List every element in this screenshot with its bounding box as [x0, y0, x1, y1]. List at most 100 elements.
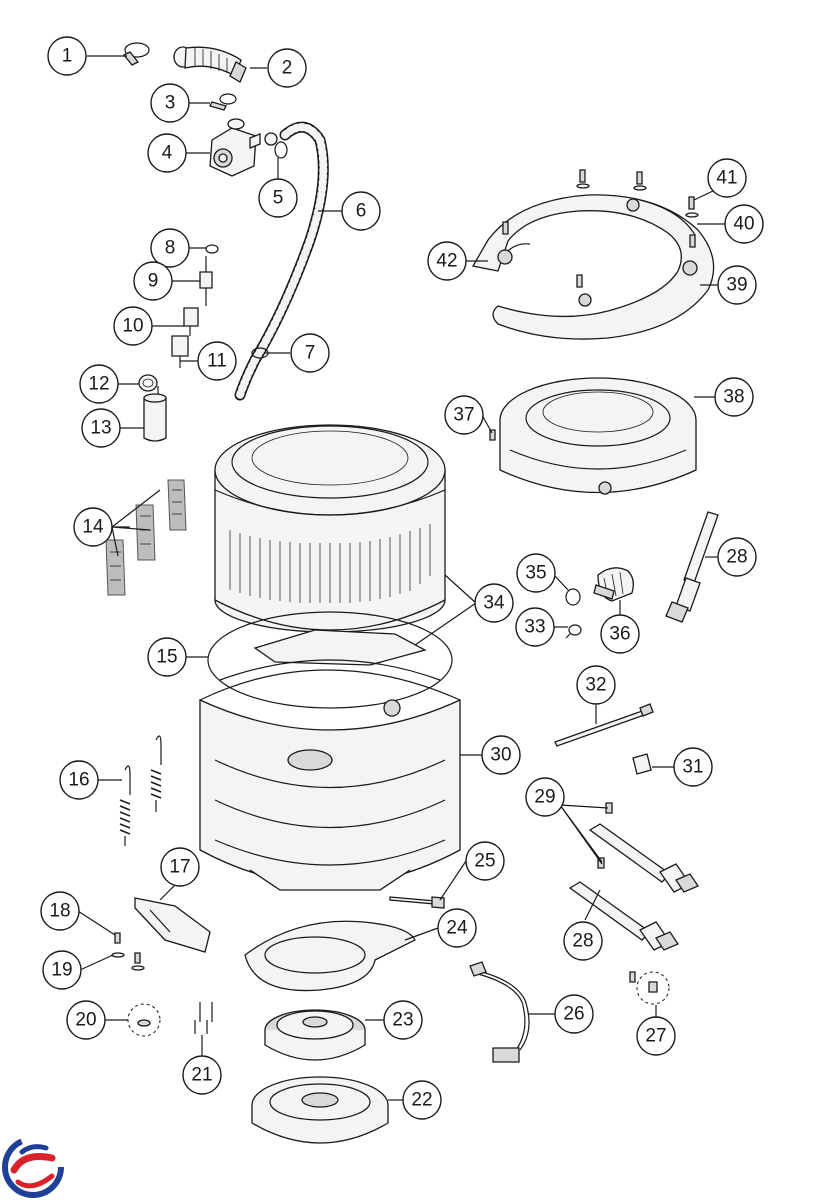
callout-8[interactable]: 8 — [150, 228, 190, 268]
callout-26[interactable]: 26 — [554, 994, 594, 1034]
callout-22[interactable]: 22 — [402, 1080, 442, 1120]
svg-text:14: 14 — [82, 517, 104, 538]
part-28-lower-rods — [568, 823, 699, 951]
svg-text:25: 25 — [474, 851, 495, 872]
part-5-clamp — [274, 141, 288, 159]
callout-35[interactable]: 35 — [516, 553, 556, 593]
part-6-drain-hose — [234, 121, 329, 401]
callout-41[interactable]: 41 — [707, 158, 747, 198]
callout-6[interactable]: 6 — [341, 191, 381, 231]
callout-16[interactable]: 16 — [59, 760, 99, 800]
callout-14[interactable]: 14 — [73, 507, 113, 547]
callout-39[interactable]: 39 — [717, 265, 757, 305]
part-14-baffles — [105, 479, 187, 596]
svg-text:32: 32 — [585, 675, 606, 696]
svg-text:38: 38 — [723, 387, 744, 408]
callout-30[interactable]: 30 — [481, 735, 521, 775]
callout-29[interactable]: 29 — [525, 777, 565, 817]
callout-42[interactable]: 42 — [427, 241, 467, 281]
svg-text:29: 29 — [534, 787, 555, 808]
part-38-top-ring — [499, 377, 697, 495]
svg-text:2: 2 — [282, 58, 293, 79]
parts-8-11-valve-stack — [171, 244, 219, 368]
callout-18[interactable]: 18 — [40, 891, 80, 931]
leader-lines — [77, 55, 725, 1101]
svg-text:37: 37 — [453, 405, 474, 426]
part-40-41-screws — [502, 169, 699, 288]
callout-25[interactable]: 25 — [465, 841, 505, 881]
callout-4[interactable]: 4 — [147, 133, 187, 173]
svg-text:31: 31 — [682, 757, 703, 778]
svg-text:16: 16 — [68, 770, 89, 791]
callout-31[interactable]: 31 — [673, 747, 713, 787]
svg-text:5: 5 — [273, 188, 284, 209]
callout-12[interactable]: 12 — [79, 364, 119, 404]
callout-5[interactable]: 5 — [258, 178, 298, 218]
svg-text:15: 15 — [156, 647, 177, 668]
callout-28-lower[interactable]: 28 — [563, 921, 603, 961]
callout-17[interactable]: 17 — [160, 847, 200, 887]
part-15-ring — [207, 611, 453, 709]
part-2-hose — [173, 46, 247, 83]
part-21-bolts — [194, 1002, 213, 1034]
part-29-screws — [597, 802, 613, 869]
callout-38[interactable]: 38 — [714, 377, 754, 417]
callout-28-upper[interactable]: 28 — [717, 537, 757, 577]
callout-20[interactable]: 20 — [66, 1000, 106, 1040]
callout-13[interactable]: 13 — [81, 408, 121, 448]
part-35-clamp — [565, 588, 581, 606]
svg-text:21: 21 — [191, 1065, 212, 1086]
callout-15[interactable]: 15 — [147, 637, 187, 677]
svg-text:41: 41 — [716, 168, 737, 189]
part-32-rod — [554, 703, 654, 747]
part-18-19-fasteners — [111, 932, 145, 971]
svg-text:40: 40 — [733, 214, 754, 235]
callout-3[interactable]: 3 — [150, 83, 190, 123]
svg-text:23: 23 — [392, 1010, 413, 1031]
callout-9[interactable]: 9 — [133, 261, 173, 301]
callout-19[interactable]: 19 — [42, 950, 82, 990]
svg-text:8: 8 — [165, 238, 176, 259]
callout-10[interactable]: 10 — [113, 306, 153, 346]
svg-text:30: 30 — [490, 745, 511, 766]
svg-text:17: 17 — [169, 857, 190, 878]
svg-text:12: 12 — [88, 374, 109, 395]
svg-text:7: 7 — [305, 343, 316, 364]
svg-text:20: 20 — [75, 1010, 96, 1031]
svg-text:36: 36 — [609, 624, 630, 645]
callout-27[interactable]: 27 — [636, 1016, 676, 1056]
svg-text:19: 19 — [51, 960, 72, 981]
callout-33[interactable]: 33 — [515, 607, 555, 647]
callout-23[interactable]: 23 — [383, 1000, 423, 1040]
svg-text:28: 28 — [572, 931, 593, 952]
part-22-stator — [251, 1076, 389, 1144]
part-16-springs — [119, 735, 162, 846]
part-33-clamp — [565, 624, 582, 639]
part-31-block — [632, 753, 652, 775]
callout-34[interactable]: 34 — [474, 583, 514, 623]
svg-text:39: 39 — [726, 275, 747, 296]
callout-32[interactable]: 32 — [576, 665, 616, 705]
svg-text:13: 13 — [90, 418, 111, 439]
callout-24[interactable]: 24 — [437, 908, 477, 948]
callout-11[interactable]: 11 — [197, 341, 237, 381]
svg-text:18: 18 — [49, 901, 70, 922]
svg-text:34: 34 — [483, 593, 505, 614]
svg-text:9: 9 — [148, 271, 159, 292]
brand-logo-icon — [2, 1136, 64, 1198]
svg-text:1: 1 — [62, 46, 73, 67]
callout-1[interactable]: 1 — [47, 36, 87, 76]
callout-37[interactable]: 37 — [444, 395, 484, 435]
svg-text:6: 6 — [356, 201, 367, 222]
callout-2[interactable]: 2 — [267, 48, 307, 88]
callout-21[interactable]: 21 — [182, 1055, 222, 1095]
callout-40[interactable]: 40 — [724, 204, 764, 244]
callout-36[interactable]: 36 — [600, 614, 640, 654]
part-3-clip — [209, 93, 237, 111]
part-39-top-cover — [471, 194, 715, 340]
part-1-clamp — [122, 42, 150, 66]
svg-text:27: 27 — [645, 1026, 666, 1047]
svg-text:28: 28 — [726, 547, 747, 568]
callout-7[interactable]: 7 — [290, 333, 330, 373]
